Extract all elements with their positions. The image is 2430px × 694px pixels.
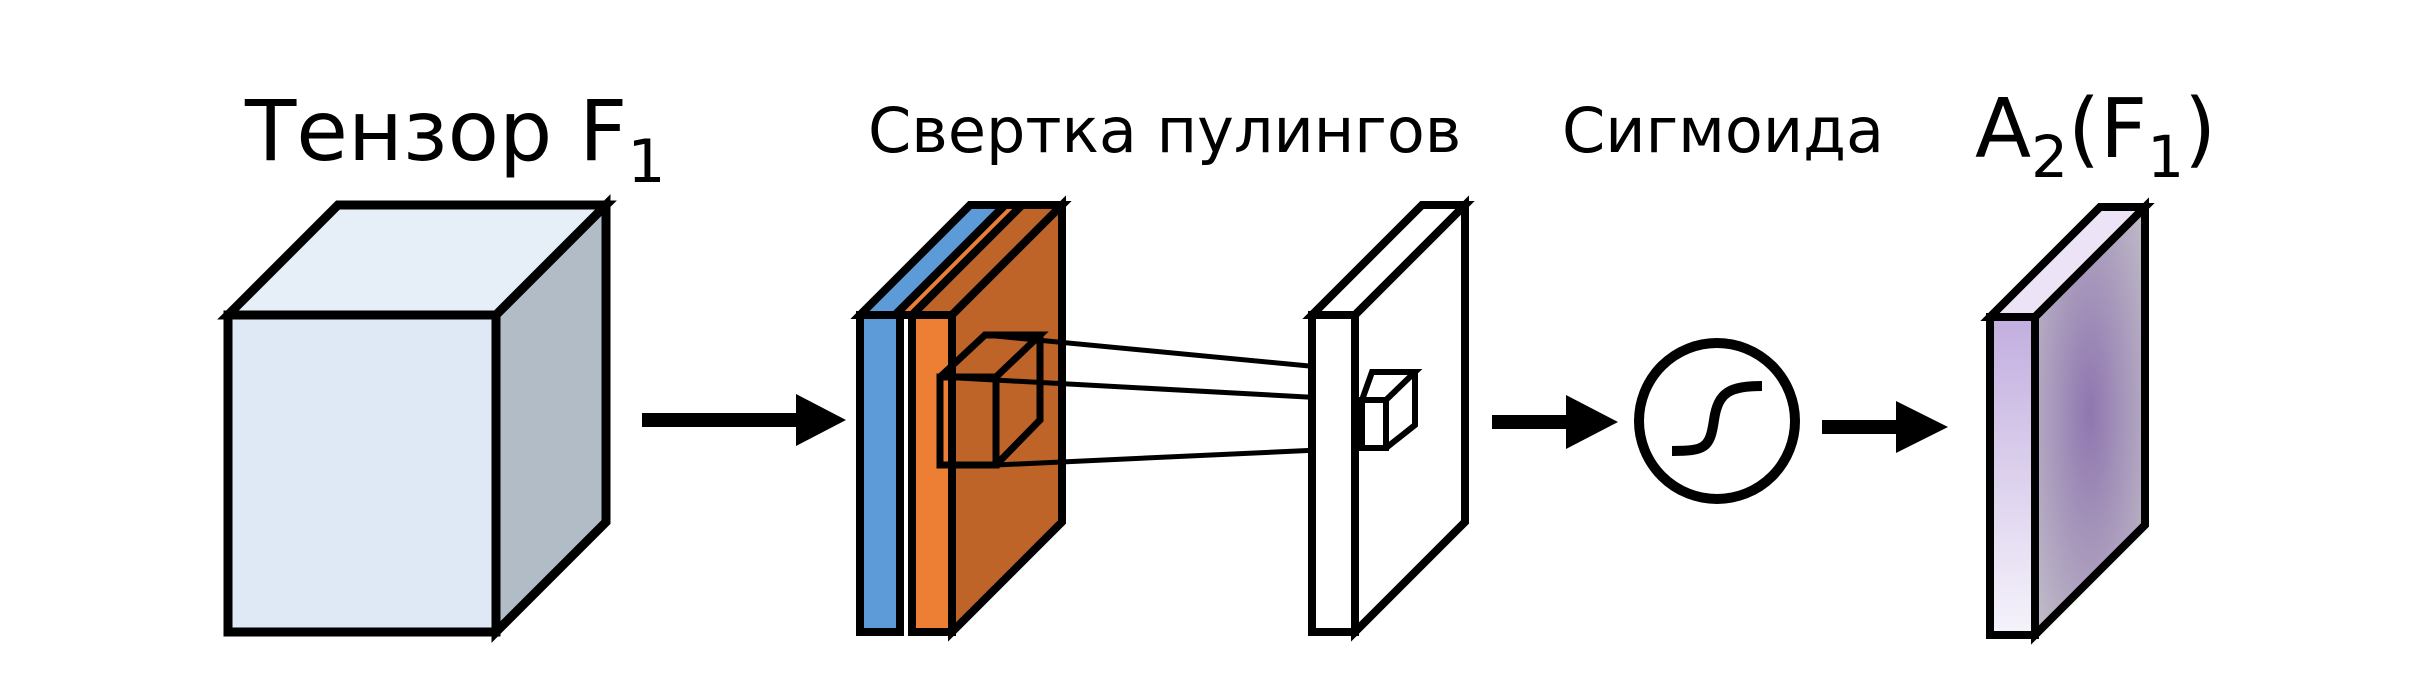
tensor-label-subscript: 1 [627,127,665,197]
arrow-right-icon [1822,401,1948,453]
channel-orange-front [908,311,956,636]
pooled-target-cube [1359,369,1423,451]
tensor-label: Тензор F1 [244,82,666,197]
arrow-right-icon [1492,395,1618,449]
projection-lines [939,332,1373,468]
arrow-right-icon [642,394,846,446]
output-label: A2(F1) [1975,82,2216,191]
output-slab-front [1986,313,2039,639]
output-label-sub2: 2 [2031,123,2068,191]
pooled-slab [1302,195,1475,642]
output-slab [1980,197,2155,645]
sigmoid-curve-icon [1671,381,1763,456]
conv-stack [850,195,1072,642]
sigmoid-node [1634,338,1800,504]
sigmoid-label: Сигмоида [1562,94,1884,167]
tensor-cube [217,194,617,643]
pooled-slab-front [1308,311,1359,636]
output-label-sub1: 1 [2147,123,2184,191]
conv-label: Свертка пулингов [868,94,1461,167]
tensor-cube-front [223,310,501,637]
channel-blue-front [856,311,904,636]
